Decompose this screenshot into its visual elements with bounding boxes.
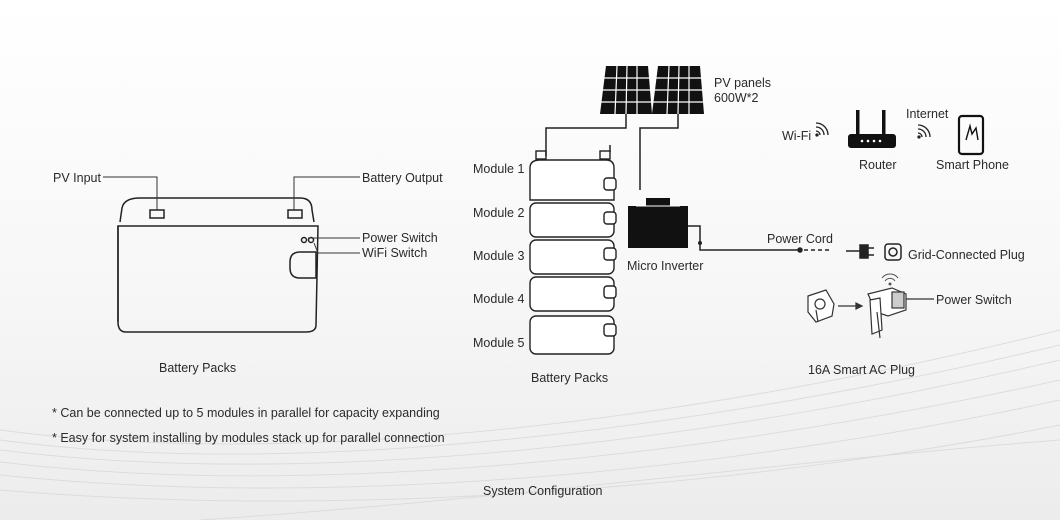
- internet-wifi-icon: [917, 124, 931, 139]
- grid-plug-label: Grid-Connected Plug: [908, 248, 1025, 262]
- pv-panels-label: PV panels: [714, 76, 771, 90]
- power-cord-label: Power Cord: [767, 232, 833, 246]
- left-battery-pack: [117, 197, 319, 333]
- center-caption: Battery Packs: [531, 371, 609, 385]
- battery-stack: [529, 150, 617, 355]
- wifi-label: Wi-Fi: [782, 129, 812, 143]
- plug-power-switch-label: Power Switch: [936, 293, 1012, 307]
- router-icon: [848, 110, 896, 148]
- pv-panel-right: [652, 65, 704, 115]
- module-5-label: Module 5: [473, 336, 525, 350]
- smart-plug-wifi-icon: [881, 273, 899, 286]
- note-1: * Can be connected up to 5 modules in pa…: [52, 406, 440, 420]
- smart-phone-icon: [957, 114, 985, 156]
- footer-caption: System Configuration: [483, 484, 603, 498]
- smart-phone-label: Smart Phone: [936, 158, 1009, 172]
- module-3-label: Module 3: [473, 249, 525, 263]
- internet-label: Internet: [906, 107, 949, 121]
- wifi-icon: [815, 122, 829, 137]
- pv-power-label: 600W*2: [714, 91, 759, 105]
- note-2: * Easy for system installing by modules …: [52, 431, 445, 445]
- left-caption: Battery Packs: [159, 361, 237, 375]
- smart-plug-label: 16A Smart AC Plug: [808, 363, 916, 377]
- module-2-label: Module 2: [473, 206, 525, 220]
- battery-output-label: Battery Output: [362, 171, 443, 185]
- pv-panel-left: [600, 65, 652, 115]
- power-cord-plug: [797, 243, 902, 261]
- pv-input-label: PV Input: [53, 171, 101, 185]
- module-1-label: Module 1: [473, 162, 525, 176]
- micro-inverter-label: Micro Inverter: [627, 259, 704, 273]
- router-label: Router: [859, 158, 897, 172]
- module-4-label: Module 4: [473, 292, 525, 306]
- power-switch-label: Power Switch: [362, 231, 438, 245]
- wifi-switch-label: WiFi Switch: [362, 246, 428, 260]
- micro-inverter: [628, 198, 797, 251]
- smart-ac-plug: [807, 287, 934, 339]
